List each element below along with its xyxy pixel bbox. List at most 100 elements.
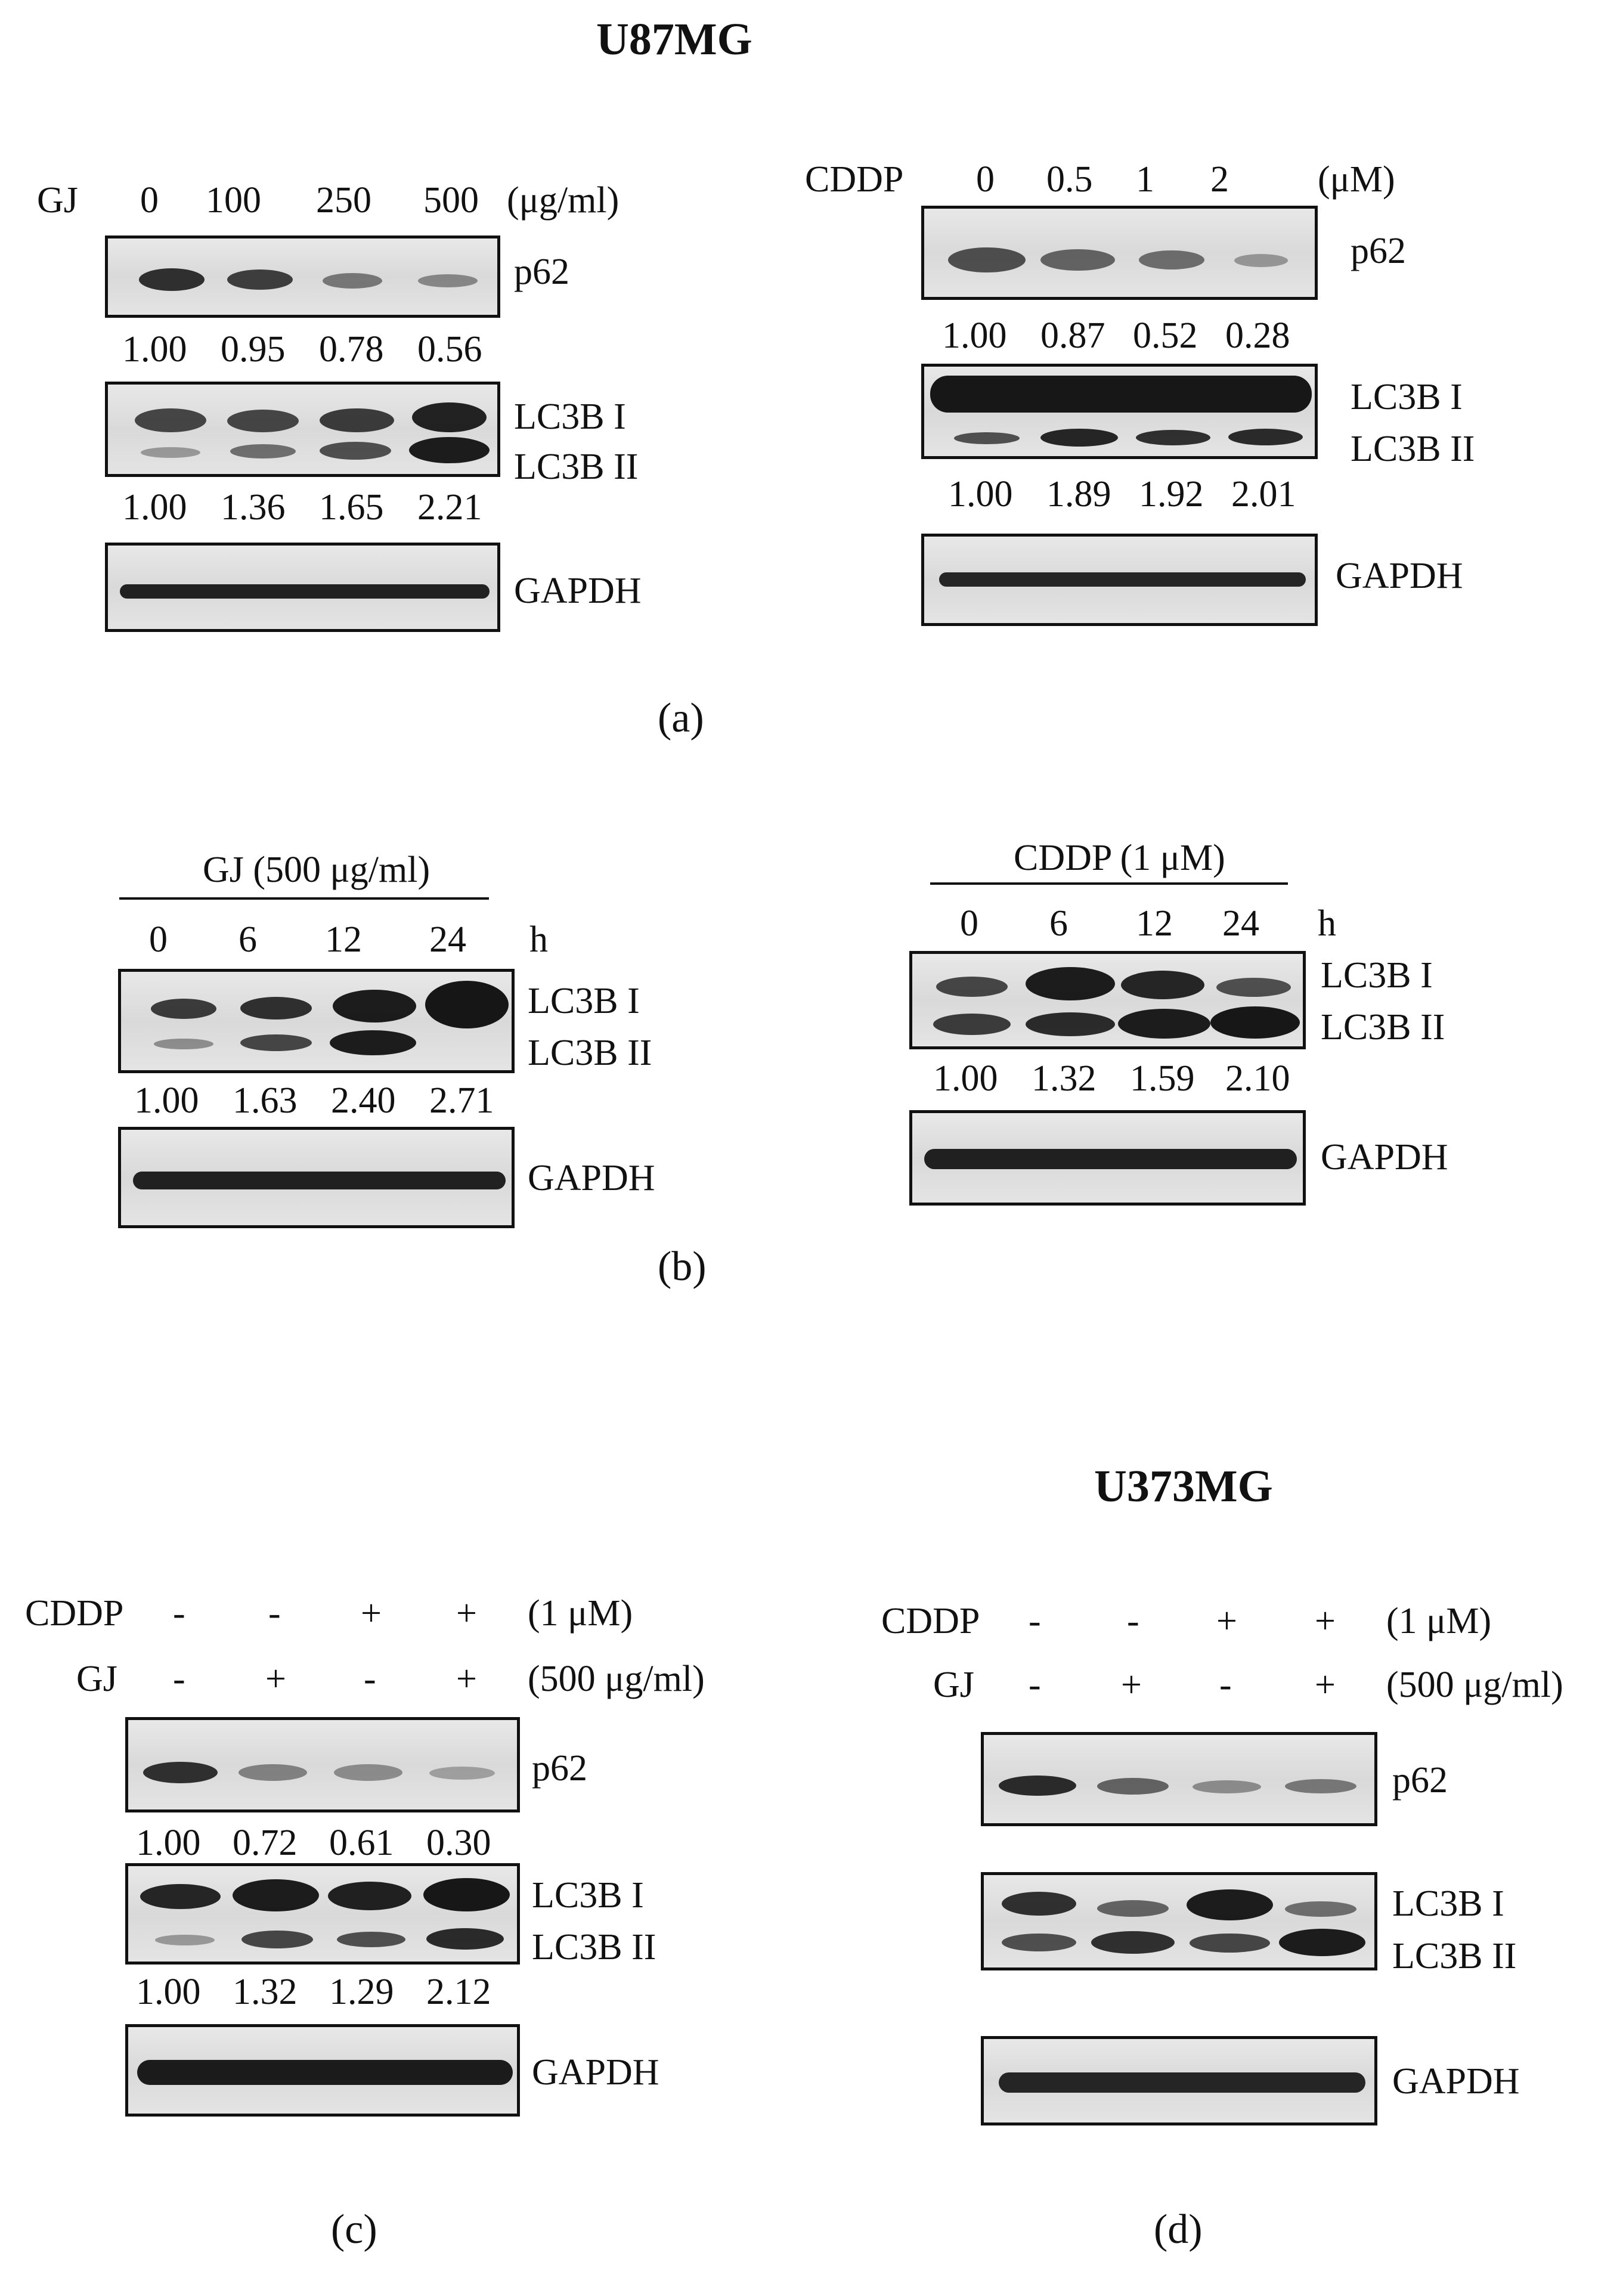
quant-value: 2.21: [417, 487, 482, 528]
condition-underline: [119, 897, 489, 900]
quant-value: 2.10: [1225, 1058, 1290, 1099]
band: [954, 432, 1020, 444]
band: [241, 1931, 313, 1948]
dose-label: 0.5: [1046, 159, 1093, 200]
band: [139, 268, 205, 291]
band: [1285, 1779, 1356, 1793]
band: [120, 584, 490, 599]
band: [948, 247, 1026, 272]
band: [1279, 1929, 1365, 1956]
quant-value: 1.00: [136, 1823, 201, 1863]
blot-gapdh: [981, 2036, 1377, 2125]
blot-label: LC3B I: [1392, 1883, 1504, 1924]
treatment-unit: (1 μM): [528, 1593, 633, 1634]
band: [1026, 967, 1115, 1000]
dose-label: 1: [1136, 159, 1154, 200]
blot-lc3b: [105, 382, 500, 477]
band: [933, 1014, 1011, 1035]
quant-value: 1.00: [136, 1972, 201, 2012]
quant-value: 1.65: [319, 487, 384, 528]
time-label: 24: [1222, 903, 1259, 944]
blot-label: LC3B I: [532, 1875, 644, 1916]
dose-label: 2: [1210, 159, 1229, 200]
quant-value: 1.00: [134, 1080, 199, 1121]
quant-value: 0.28: [1225, 315, 1290, 356]
band: [1002, 1934, 1076, 1951]
blot-label: GAPDH: [1392, 2061, 1520, 2102]
sign: +: [1315, 1665, 1336, 1705]
quant-value: 1.00: [942, 315, 1007, 356]
sign: +: [1315, 1601, 1336, 1641]
quant-value: 1.32: [233, 1972, 298, 2012]
cell-line-title-u87mg: U87MG: [596, 14, 752, 64]
blot-label: LC3B II: [1321, 1007, 1445, 1048]
panel-label-a: (a): [658, 695, 704, 741]
treatment-row-label: CDDP: [881, 1601, 980, 1641]
sign: +: [1216, 1601, 1237, 1641]
band: [337, 1932, 405, 1947]
panel-label-c: (c): [331, 2207, 377, 2252]
treatment-row-label: CDDP: [25, 1593, 124, 1634]
band: [1002, 1892, 1076, 1916]
band: [1193, 1780, 1261, 1793]
quant-value: 1.89: [1046, 474, 1111, 515]
cell-line-title-u373mg: U373MG: [1094, 1461, 1273, 1511]
blot-label: p62: [514, 252, 569, 292]
band: [240, 997, 312, 1020]
band: [1234, 254, 1288, 267]
sign: -: [173, 1593, 185, 1634]
blot-label: LC3B II: [1351, 429, 1475, 469]
quant-value: 1.36: [221, 487, 286, 528]
time-label: 6: [1049, 903, 1068, 944]
band: [133, 1172, 506, 1189]
band: [135, 408, 206, 432]
quant-value: 0.72: [233, 1823, 298, 1863]
band: [227, 410, 299, 432]
band: [924, 1149, 1297, 1169]
band: [240, 1034, 312, 1051]
blot-gapdh: [125, 2024, 520, 2117]
quant-value: 2.01: [1231, 474, 1296, 515]
quant-value: 2.40: [331, 1080, 396, 1121]
blot-label: GAPDH: [1321, 1137, 1448, 1178]
dose-label: 250: [316, 180, 371, 221]
blot-gapdh: [921, 534, 1318, 626]
quant-value: 0.56: [417, 329, 482, 370]
blot-label: LC3B II: [514, 447, 639, 487]
blot-label: LC3B I: [1351, 377, 1463, 417]
quant-value: 1.00: [122, 487, 187, 528]
blot-label: GAPDH: [532, 2052, 659, 2093]
band: [1040, 429, 1118, 447]
band: [426, 1928, 504, 1950]
band: [1026, 1012, 1115, 1036]
blot-label: LC3B II: [528, 1033, 652, 1073]
band: [239, 1764, 307, 1781]
blot-lc3b: [981, 1872, 1377, 1970]
quant-value: 1.29: [329, 1972, 394, 2012]
sign: -: [173, 1659, 185, 1699]
band: [155, 1935, 215, 1945]
band: [1210, 1006, 1300, 1039]
sign: -: [268, 1593, 281, 1634]
band: [1121, 971, 1204, 999]
sign: +: [456, 1593, 477, 1634]
treatment-label: GJ: [37, 180, 78, 221]
band: [1139, 250, 1204, 269]
quant-value: 1.00: [948, 474, 1013, 515]
condition-label: GJ (500 μg/ml): [203, 850, 430, 890]
band: [320, 442, 391, 460]
band: [1216, 978, 1291, 997]
band: [334, 1764, 402, 1781]
band: [1285, 1901, 1356, 1917]
blot-gapdh: [118, 1127, 515, 1228]
band: [999, 2072, 1365, 2093]
quant-value: 0.87: [1040, 315, 1105, 356]
dose-label: 100: [206, 180, 261, 221]
blot-lc3b: [909, 951, 1306, 1049]
quant-value: 1.92: [1139, 474, 1204, 515]
quant-value: 1.00: [933, 1058, 998, 1099]
sign: +: [1121, 1665, 1142, 1705]
blot-label: GAPDH: [514, 571, 642, 611]
blot-label: LC3B I: [528, 981, 640, 1021]
